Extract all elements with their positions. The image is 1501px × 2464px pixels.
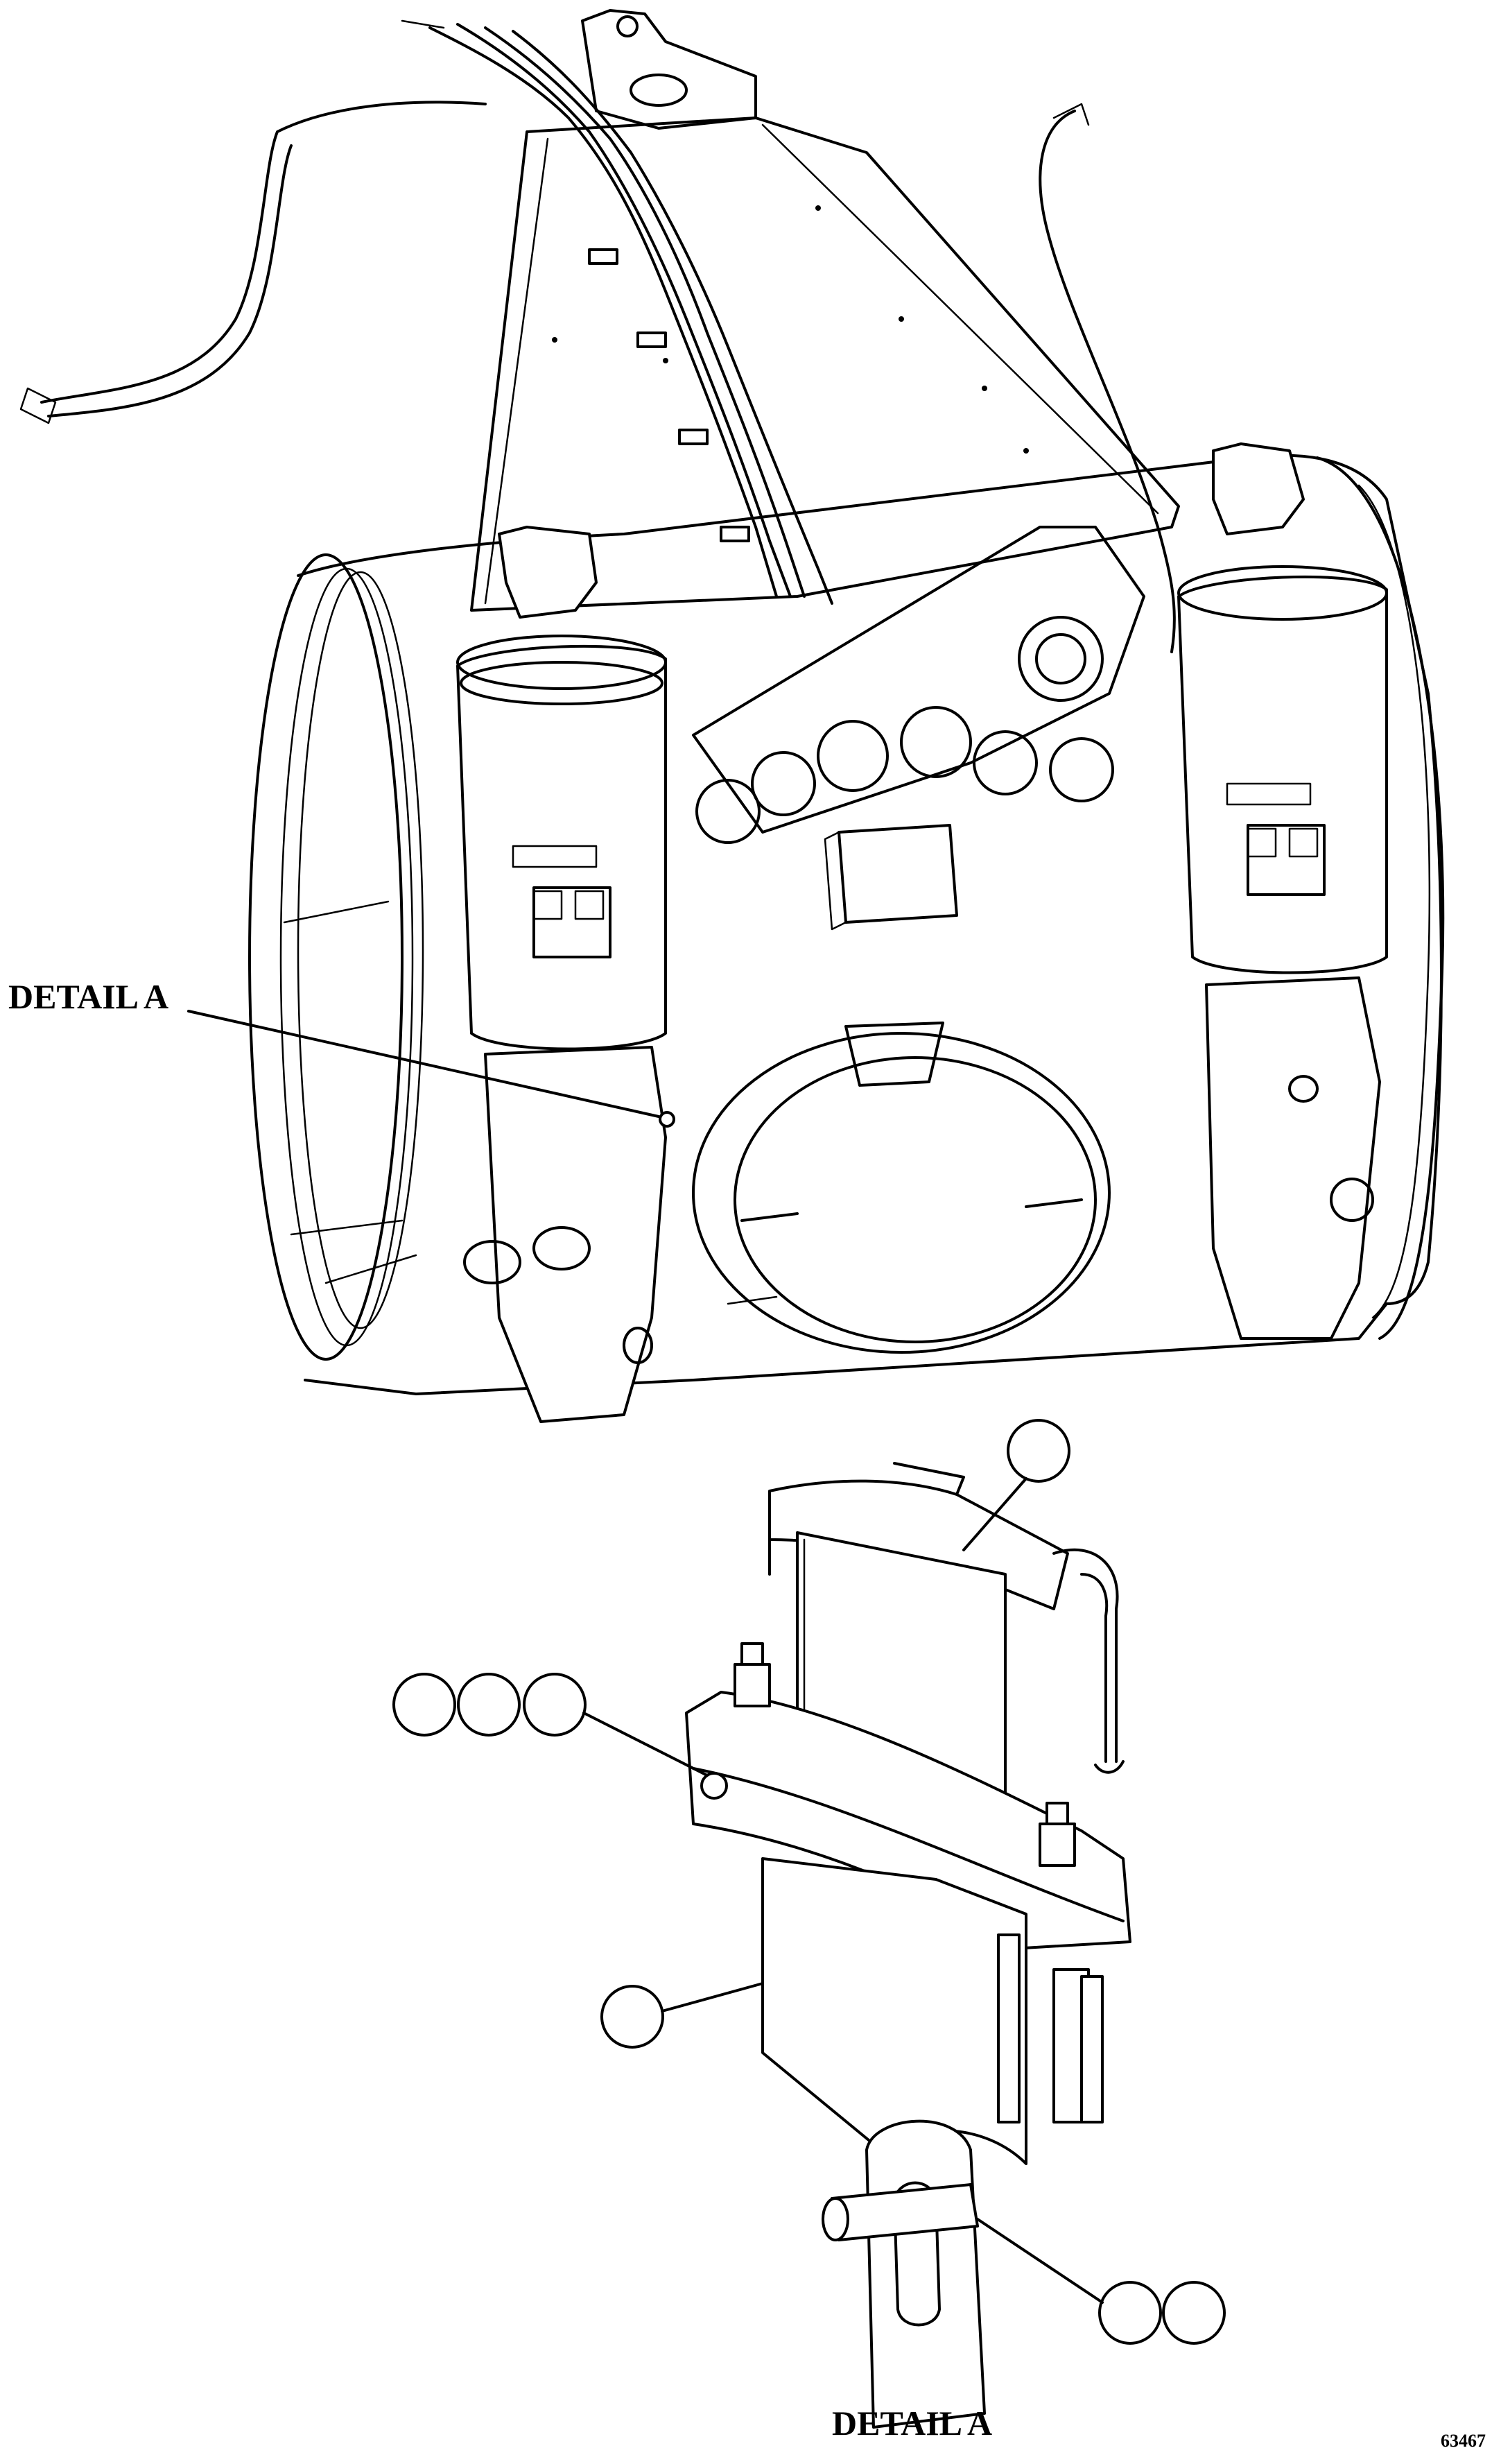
balloon-spacer-leader	[962, 1477, 1027, 1551]
top-left-bolt	[734, 1642, 771, 1707]
balloon-group-leader	[582, 1712, 709, 1777]
balloon-bracket	[600, 1985, 664, 2049]
slotted-link	[865, 2119, 986, 2429]
access-hatch	[692, 1022, 1111, 1354]
boom-assembly-drawing	[19, 9, 1445, 1423]
clamp-bar	[685, 1691, 1131, 1950]
hose-bundle	[428, 26, 778, 598]
left-accumulator	[456, 526, 667, 1423]
figure-number: 63467	[1441, 2431, 1486, 2451]
detail-a-leader-line	[187, 1010, 660, 1118]
detail-a-drawing	[685, 1462, 1131, 2429]
balloon-group-1	[392, 1673, 456, 1737]
balloon-pin-2	[1162, 2281, 1226, 2345]
detail-a-callout-label: DETAIL A	[8, 977, 169, 1016]
left-ring-inner	[279, 567, 414, 1347]
side-pin-left	[700, 1772, 728, 1800]
right-cable	[1039, 110, 1176, 653]
balloon-group-3	[523, 1673, 587, 1737]
lower-bracket	[761, 1857, 1027, 2165]
balloon-bracket-leader	[661, 1982, 764, 2013]
left-ring-outer	[248, 553, 404, 1361]
detail-a-title: DETAIL A	[832, 2404, 993, 2443]
balloon-pin-1	[1098, 2281, 1162, 2345]
u-bolt	[1052, 1548, 1119, 1763]
gear-drive	[692, 526, 1145, 931]
detail-a-target-mark	[659, 1111, 675, 1128]
top-clevis	[581, 9, 757, 130]
right-accumulator	[1177, 442, 1388, 1340]
balloon-pin-leader	[976, 2218, 1104, 2304]
balloon-spacer	[1007, 1419, 1070, 1483]
top-right-bolt	[1039, 1802, 1076, 1867]
right-ring	[1316, 456, 1445, 1340]
balloon-group-2	[457, 1673, 521, 1737]
left-cable	[40, 101, 487, 404]
callout-balloons	[392, 1419, 1226, 2345]
